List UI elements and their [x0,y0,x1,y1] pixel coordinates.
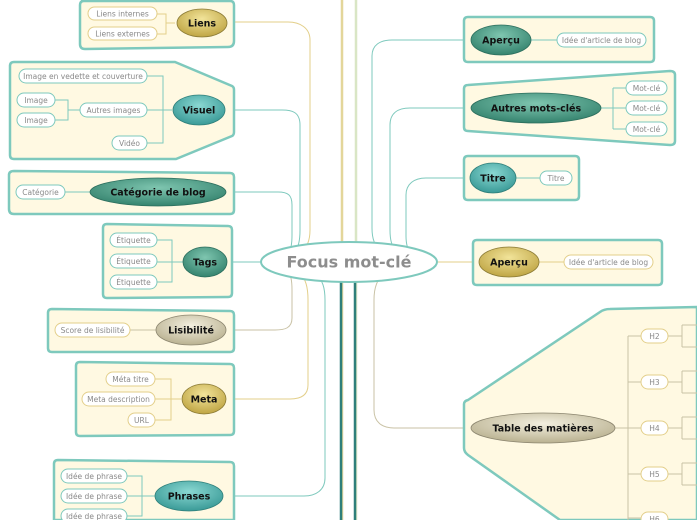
node-label: Catégorie de blog [110,188,205,199]
pill-autres-images[interactable]: Autres images [79,102,148,118]
pill-image-vedette[interactable]: Image en vedette et couverture [18,68,148,84]
pill-liens-internes[interactable]: Liens internes [87,6,158,21]
branch-tags: Étiquette Étiquette Étiquette Tags [101,222,234,300]
pill-label: Titre [547,174,565,183]
pill-label: Image en vedette et couverture [23,72,143,81]
node-label: Titre [480,174,505,185]
pill-mot-cle-2[interactable]: Mot-clé [625,100,668,116]
node-categorie[interactable]: Catégorie de blog [89,177,227,207]
node-apercu-top[interactable]: Aperçu [470,24,532,56]
branch-visuel: Image en vedette et couverture Image Ima… [8,60,236,161]
pill-label: Image [24,116,48,125]
pill-label: Autres images [87,106,141,115]
branch-apercu-top: Aperçu Idée d'article de blog [462,15,656,64]
branch-meta: Méta titre Meta description URL Meta [74,360,236,438]
pill-label: H2 [649,332,660,341]
pill-idee-phrase-2[interactable]: Idée de phrase [60,488,128,504]
node-liens[interactable]: Liens [176,8,228,38]
node-titre[interactable]: Titre [469,162,517,194]
pill-label: H6 [649,515,660,520]
node-visuel[interactable]: Visuel [172,94,226,126]
pill-etiquette-3[interactable]: Étiquette [109,274,158,290]
pill-image-2[interactable]: Image [16,112,56,128]
pill-url[interactable]: URL [127,412,156,428]
pill-label: H4 [649,424,660,433]
node-label: Lisibilité [168,326,214,337]
pill-label: Idée de phrase [66,512,122,520]
pill-label: Méta titre [112,375,149,384]
node-label: Phrases [168,492,211,503]
pill-label: H3 [649,378,660,387]
branch-titre: Titre Titre [462,154,581,202]
central-topic[interactable]: Focus mot-clé [260,241,438,283]
pill-idee-phrase-1[interactable]: Idée de phrase [60,468,128,484]
pill-label: Score de lisibilité [61,326,125,335]
branch-liens: Liens internes Liens externes Liens [78,0,236,51]
pill-label: Mot-clé [633,84,661,93]
branch-autres-mots-cles: Autres mots-clés Mot-clé Mot-clé Mot-clé [462,69,677,147]
pill-titre[interactable]: Titre [539,170,573,186]
pill-meta-titre[interactable]: Méta titre [105,371,156,387]
pill-label: Idée de phrase [66,472,122,481]
pill-idee-article-top[interactable]: Idée d'article de blog [556,32,647,48]
pill-image-1[interactable]: Image [16,92,56,108]
pill-idee-phrase-3[interactable]: Idée de phrase [60,508,128,520]
branch-phrases: Idée de phrase Idée de phrase Idée de ph… [52,458,236,520]
branch-apercu-middle: Aperçu Idée d'article de blog [471,238,664,287]
pill-mot-cle-1[interactable]: Mot-clé [625,80,668,96]
pill-h2[interactable]: H2 [640,328,669,344]
pill-h5[interactable]: H5 [640,466,669,482]
node-label: Meta [191,395,218,406]
pill-mot-cle-3[interactable]: Mot-clé [625,121,668,137]
branch-table-des-matieres: Table des matières H2 H3 H4 H5 H6 [462,305,697,520]
pill-label: Liens internes [96,10,149,19]
node-meta[interactable]: Meta [181,383,227,415]
pill-video[interactable]: Vidéo [111,135,148,151]
node-label: Liens [188,19,217,30]
pill-label: Meta description [87,395,150,404]
node-tags[interactable]: Tags [182,246,228,278]
branch-categorie: Catégorie Catégorie de blog [7,169,236,216]
pill-h3[interactable]: H3 [640,374,669,390]
node-label: Aperçu [482,36,520,47]
central-topic-label: Focus mot-clé [286,253,411,272]
pill-liens-externes[interactable]: Liens externes [87,26,158,41]
pill-label: Idée d'article de blog [569,258,649,267]
pill-label: H5 [649,470,660,479]
node-label: Table des matières [492,424,593,435]
pill-label: Mot-clé [633,104,661,113]
pill-score-lisibilite[interactable]: Score de lisibilité [54,322,131,338]
pill-label: Liens externes [95,30,150,39]
pill-etiquette-2[interactable]: Étiquette [109,253,158,269]
node-apercu-middle[interactable]: Aperçu [478,246,540,278]
pill-idee-article-middle[interactable]: Idée d'article de blog [563,254,654,270]
pill-etiquette-1[interactable]: Étiquette [109,232,158,248]
branch-lisibilite: Score de lisibilité Lisibilité [46,307,236,354]
node-phrases[interactable]: Phrases [154,480,224,512]
pill-label: Étiquette [116,278,151,287]
pill-label: Étiquette [116,257,151,266]
pill-label: Catégorie [22,188,59,197]
pill-meta-description[interactable]: Meta description [81,391,156,407]
node-autres-mots-cles[interactable]: Autres mots-clés [470,92,602,124]
node-label: Aperçu [490,258,528,269]
pill-label: Idée d'article de blog [562,36,642,45]
pill-label: Vidéo [119,139,140,148]
pill-categorie[interactable]: Catégorie [15,184,66,200]
node-table-des-matieres[interactable]: Table des matières [470,412,616,444]
node-label: Tags [193,258,217,269]
pill-label: URL [134,416,150,425]
pill-label: Idée de phrase [66,492,122,501]
pill-h4[interactable]: H4 [640,420,669,436]
node-label: Visuel [183,106,216,117]
pill-h6[interactable]: H6 [640,511,669,520]
pill-label: Étiquette [116,236,151,245]
pill-label: Image [24,96,48,105]
pill-label: Mot-clé [633,125,661,134]
node-lisibilite[interactable]: Lisibilité [155,314,227,346]
node-label: Autres mots-clés [491,104,582,115]
